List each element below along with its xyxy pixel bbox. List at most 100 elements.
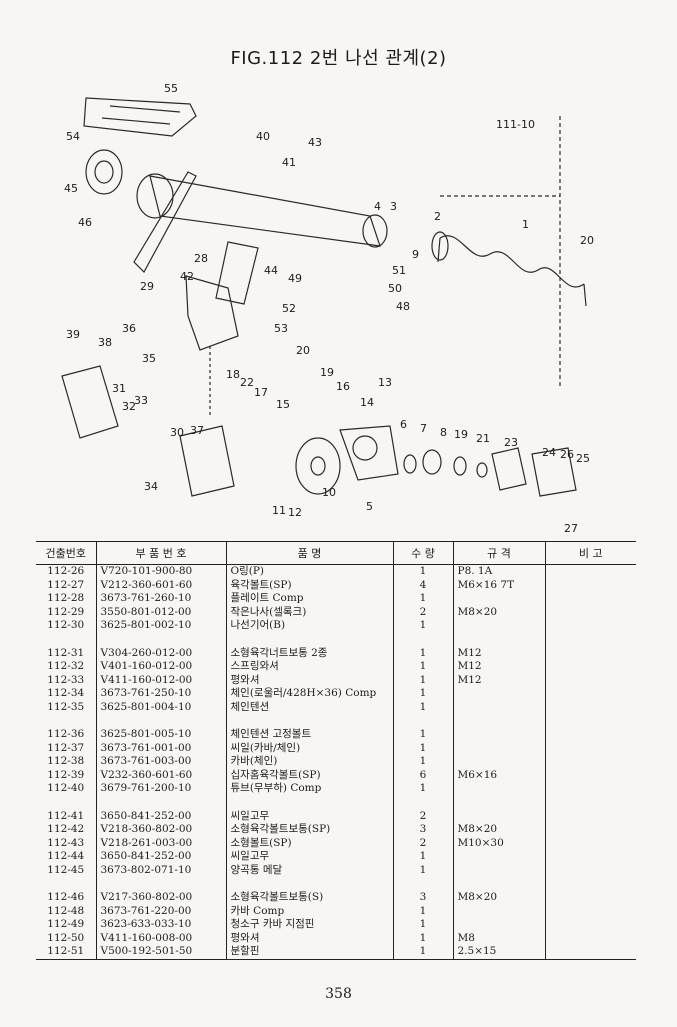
cell-part-no: 3673-761-001-00 <box>95 741 226 755</box>
spacer-cell <box>392 632 453 647</box>
cell-part-no: 3673-761-220-00 <box>95 904 226 918</box>
chain-seal-part <box>179 425 235 497</box>
spacer-cell <box>452 714 545 728</box>
callout-28: 28 <box>194 252 208 265</box>
cell-remarks <box>544 904 636 918</box>
cell-part-name: 카바 Comp <box>225 904 393 918</box>
group-spacer-row <box>36 795 636 810</box>
callout-7: 7 <box>420 422 427 435</box>
cell-remarks <box>544 592 636 606</box>
cell-spec: M8 <box>452 931 545 945</box>
cell-ref-no: 112-42 <box>47 823 85 835</box>
cell-part-name: 체인(로울러/428H×36) Comp <box>225 687 393 701</box>
cell-part-name: 튜브(무부하) Comp <box>225 782 393 796</box>
cell-quantity: 4 <box>392 578 453 592</box>
cell-part-name: 카바(체인) <box>225 755 393 769</box>
callout-3: 3 <box>390 200 397 213</box>
cell-part-name: 플레이트 Comp <box>225 592 393 606</box>
cell-spec <box>452 619 545 633</box>
cell-ref-no: 112-49 <box>47 918 85 930</box>
callout-21: 21 <box>476 432 490 445</box>
cell-remarks <box>544 836 636 850</box>
page-number: 358 <box>325 986 352 1002</box>
spacer-cell <box>95 795 226 810</box>
cell-quantity: 1 <box>392 850 453 864</box>
cell-quantity: 1 <box>392 863 453 877</box>
cell-remarks <box>544 700 636 714</box>
cell-ref-no: 112-29 <box>47 605 85 618</box>
plate-part <box>185 275 239 351</box>
callout-37: 37 <box>190 424 204 437</box>
spacer-cell <box>36 877 96 891</box>
cell-part-name: 체인텐션 고정볼트 <box>225 728 393 742</box>
cell-remarks <box>544 755 636 769</box>
cell-quantity: 1 <box>392 700 453 714</box>
callout-53: 53 <box>274 322 288 335</box>
cell-part-name: 분할핀 <box>225 945 393 960</box>
cell-quantity: 1 <box>392 918 453 932</box>
gearbox-part <box>339 425 399 481</box>
cell-part-no: 3625-801-005-10 <box>95 728 226 742</box>
cell-ref-no: 112-36 <box>47 728 85 740</box>
spacer-cell <box>225 714 393 728</box>
cell-spec <box>452 700 545 714</box>
callout-19b: 19 <box>454 428 468 441</box>
spacer-cell <box>36 633 96 647</box>
callout-43: 43 <box>308 136 322 149</box>
callout-27: 27 <box>564 522 578 532</box>
col-header-ref-no: 건출번호 <box>36 541 96 565</box>
cell-quantity: 2 <box>392 809 453 823</box>
spacer-cell <box>452 877 545 891</box>
cell-ref-no: 112-26 <box>47 565 85 577</box>
cell-remarks <box>544 931 636 945</box>
cell-ref-no: 112-46 <box>47 891 85 903</box>
cell-spec <box>452 728 545 742</box>
page-title: FIG.112 2번 나선 관계(2) <box>230 48 447 69</box>
spacer-cell <box>544 714 636 728</box>
callout-40: 40 <box>256 130 270 143</box>
cell-remarks <box>544 564 636 579</box>
cell-ref-no: 112-30 <box>47 619 85 631</box>
cell-spec: M8×20 <box>452 605 545 619</box>
cell-part-no: V217-360-802-00 <box>95 891 226 905</box>
cell-part-no: 3550-801-012-00 <box>95 605 226 619</box>
spacer-cell <box>95 714 226 728</box>
cell-remarks <box>544 918 636 932</box>
cell-ref-no: 112-34 <box>47 687 85 699</box>
cell-part-name: 평와셔 <box>225 673 393 687</box>
cell-ref-no: 112-40 <box>47 782 85 794</box>
callout-49: 49 <box>288 272 302 285</box>
callout-14: 14 <box>360 396 374 409</box>
cell-quantity: 1 <box>392 741 453 755</box>
callout-54: 54 <box>66 130 80 143</box>
cell-part-no: 3673-761-250-10 <box>95 687 226 701</box>
callout-5: 5 <box>366 500 373 513</box>
cell-quantity: 3 <box>392 891 453 905</box>
cell-spec <box>452 863 545 877</box>
cell-part-no: V500-192-501-50 <box>95 945 226 960</box>
cell-spec <box>452 850 545 864</box>
cell-remarks <box>544 660 636 674</box>
group-spacer-row <box>36 877 636 891</box>
cell-remarks <box>544 673 636 687</box>
spacer-cell <box>225 877 393 891</box>
callout-10: 10 <box>322 486 336 499</box>
cell-part-name: 십자홈육각볼트(SP) <box>225 768 393 782</box>
cell-ref-no: 112-41 <box>47 809 85 822</box>
cell-remarks <box>544 741 636 755</box>
cell-part-no: V218-261-003-00 <box>95 836 226 850</box>
